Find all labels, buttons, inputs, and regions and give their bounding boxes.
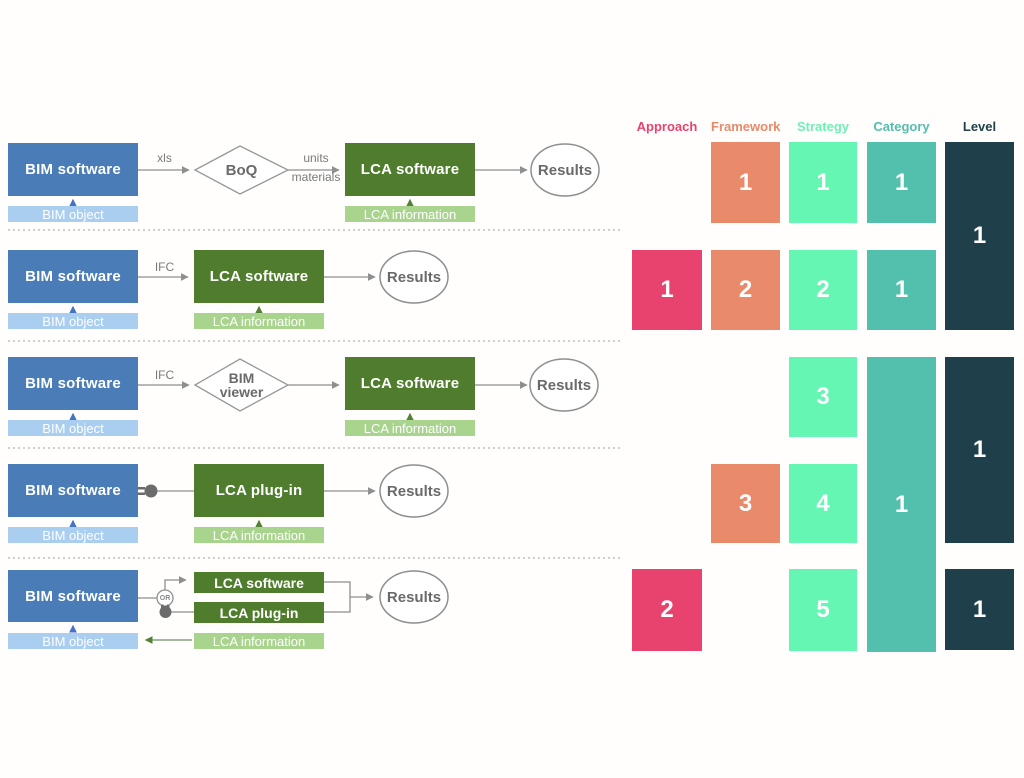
or-label: OR bbox=[159, 594, 171, 602]
results-label-r3: Results bbox=[536, 376, 592, 394]
bim-software-box-r3: BIM software bbox=[8, 357, 138, 410]
matrix-cell-category-r2: 1 bbox=[867, 250, 936, 330]
matrix-cell-approach-r2: 1 bbox=[632, 250, 702, 330]
matrix-cell-strategy-r2: 2 bbox=[789, 250, 857, 330]
results-ellipse-r4 bbox=[379, 464, 449, 518]
bim-object-box-r4: BIM object bbox=[8, 527, 138, 543]
row-separators bbox=[8, 229, 620, 559]
lca-information-box-r3: LCA information bbox=[345, 420, 475, 436]
lca-software-box-r1: LCA software bbox=[345, 143, 475, 196]
results-ellipse-r1 bbox=[530, 143, 600, 197]
matrix-header-approach: Approach bbox=[636, 119, 698, 134]
plug-icon bbox=[137, 484, 158, 498]
edge-label-units: units bbox=[303, 151, 329, 165]
edge-label-ifc-r3: IFC bbox=[154, 368, 175, 382]
results-ellipse-r3 bbox=[529, 358, 599, 412]
bim-software-box-r4: BIM software bbox=[8, 464, 138, 517]
bim-object-box-r1: BIM object bbox=[8, 206, 138, 222]
lca-information-box-r4: LCA information bbox=[194, 527, 324, 543]
results-ellipse-r2 bbox=[379, 250, 449, 304]
lca-software-box-r3: LCA software bbox=[345, 357, 475, 410]
row3-connectors bbox=[69, 358, 599, 421]
plug-icon-or bbox=[159, 604, 172, 618]
results-label-r1: Results bbox=[537, 161, 593, 179]
matrix-cell-strategy-r4: 4 bbox=[789, 464, 857, 543]
row2-connectors bbox=[69, 250, 449, 314]
lca-information-box-r2: LCA information bbox=[194, 313, 324, 329]
bim-object-box-r5: BIM object bbox=[8, 633, 138, 649]
results-ellipse-r5 bbox=[379, 570, 449, 624]
bim-software-box-r5: BIM software bbox=[8, 570, 138, 622]
results-label-r5: Results bbox=[386, 588, 442, 606]
bim-object-box-r2: BIM object bbox=[8, 313, 138, 329]
matrix-header-level: Level bbox=[962, 119, 997, 134]
matrix-header-framework: Framework bbox=[711, 119, 781, 134]
bim-viewer-line1: BIM bbox=[228, 370, 255, 386]
matrix-cell-strategy-r1: 1 bbox=[789, 142, 857, 223]
matrix-cell-level-r1-2: 1 bbox=[945, 142, 1014, 330]
row5-connectors bbox=[69, 570, 449, 644]
lca-plugin-box-r5: LCA plug-in bbox=[194, 602, 324, 623]
matrix-cell-category-r3-5: 1 bbox=[867, 357, 936, 652]
matrix-cell-strategy-r3: 3 bbox=[789, 357, 857, 437]
results-label-r2: Results bbox=[386, 268, 442, 286]
boq-diamond-label: BoQ bbox=[225, 161, 258, 179]
bim-object-box-r3: BIM object bbox=[8, 420, 138, 436]
matrix-cell-framework-r4: 3 bbox=[711, 464, 780, 543]
lca-software-box-r5: LCA software bbox=[194, 572, 324, 593]
bim-software-box-r2: BIM software bbox=[8, 250, 138, 303]
row4-connectors bbox=[69, 464, 449, 528]
matrix-cell-approach-r5: 2 bbox=[632, 569, 702, 651]
bim-viewer-line2: viewer bbox=[219, 384, 264, 400]
row1-connectors bbox=[69, 143, 600, 207]
bim-software-box-r1: BIM software bbox=[8, 143, 138, 196]
lca-plugin-box-r4: LCA plug-in bbox=[194, 464, 324, 517]
edge-label-ifc-r2: IFC bbox=[154, 260, 175, 274]
bim-viewer-diamond-label: BIM viewer bbox=[195, 359, 288, 411]
matrix-cell-framework-r2: 2 bbox=[711, 250, 780, 330]
matrix-cell-strategy-r5: 5 bbox=[789, 569, 857, 651]
matrix-header-category: Category bbox=[873, 119, 930, 134]
matrix-cell-category-r1: 1 bbox=[867, 142, 936, 223]
matrix-header-strategy: Strategy bbox=[796, 119, 850, 134]
matrix-cell-level-r3-4: 1 bbox=[945, 357, 1014, 543]
edge-label-xls: xls bbox=[157, 151, 172, 165]
lca-software-box-r2: LCA software bbox=[194, 250, 324, 303]
matrix-cell-level-r5: 1 bbox=[945, 569, 1014, 650]
lca-information-box-r5: LCA information bbox=[194, 633, 324, 649]
matrix-cell-framework-r1: 1 bbox=[711, 142, 780, 223]
edge-label-materials: materials bbox=[291, 170, 341, 184]
results-label-r4: Results bbox=[386, 482, 442, 500]
lca-information-box-r1: LCA information bbox=[345, 206, 475, 222]
